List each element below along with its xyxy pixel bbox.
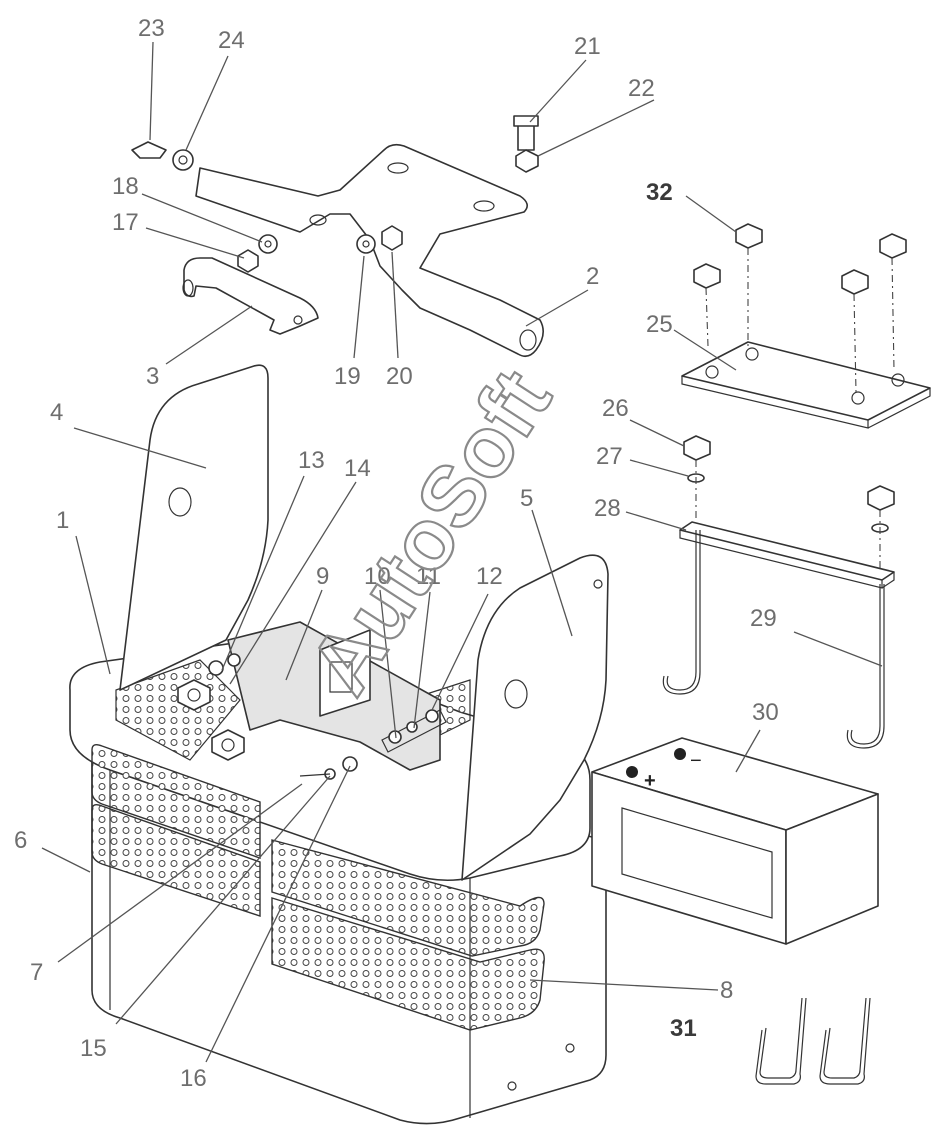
callout-1: 1 [56,507,69,534]
battery-clamp-plate [681,341,931,429]
callout-30: 30 [752,699,779,726]
callout-17: 17 [112,209,139,236]
callout-3: 3 [146,363,159,390]
callout-29: 29 [750,605,777,632]
callout-27: 27 [596,443,623,470]
callout-12: 12 [476,563,503,590]
spring-clips [755,997,871,1085]
leader-lines [41,41,883,1063]
callout-7: 7 [30,959,43,986]
hold-down-bar [679,521,895,589]
callout-4: 4 [50,399,63,426]
callout-2: 2 [586,263,599,290]
top-bracket [195,143,544,358]
handle [182,257,319,335]
bar-nuts [683,435,895,570]
callout-19: 19 [334,363,361,390]
weight-housing [69,637,607,1125]
center-bracket [227,621,447,771]
side-plate-right [461,554,609,881]
callout-16: 16 [180,1065,207,1092]
battery-plus-sign: + [644,770,656,792]
grille-lower-left [91,803,261,917]
clamp-nuts [693,223,907,393]
side-plate-left [119,364,269,691]
callout-25: 25 [646,311,673,338]
grille-lower-right [271,897,545,1031]
callout-9: 9 [316,563,329,590]
callout-11: 11 [416,563,441,590]
battery-positive-terminal [626,766,638,778]
battery: − + [591,737,879,945]
knob-pair [177,653,245,761]
small-hardware [131,115,539,273]
callout-5: 5 [520,485,533,512]
callout-23: 23 [138,15,165,42]
bolt-washer-small [299,756,358,780]
tray-grille [115,659,241,761]
callout-labels: 23 24 21 22 18 17 3 19 20 2 32 25 26 27 … [14,15,779,1092]
callout-31: 31 [670,1015,697,1042]
callout-8: 8 [720,977,733,1004]
callout-14: 14 [344,455,371,482]
callout-22: 22 [628,75,655,102]
callout-18: 18 [112,173,139,200]
callout-20: 20 [386,363,413,390]
callout-32: 32 [646,179,673,206]
callout-6: 6 [14,827,27,854]
callout-26: 26 [602,395,629,422]
callout-15: 15 [80,1035,107,1062]
callout-28: 28 [594,495,621,522]
j-bolts [662,530,885,749]
callout-13: 13 [298,447,325,474]
callout-21: 21 [574,33,601,60]
callout-10: 10 [364,563,391,590]
battery-minus-sign: − [690,750,702,772]
grille-upper-right [271,839,545,957]
battery-negative-terminal [674,748,686,760]
callout-24: 24 [218,27,245,54]
